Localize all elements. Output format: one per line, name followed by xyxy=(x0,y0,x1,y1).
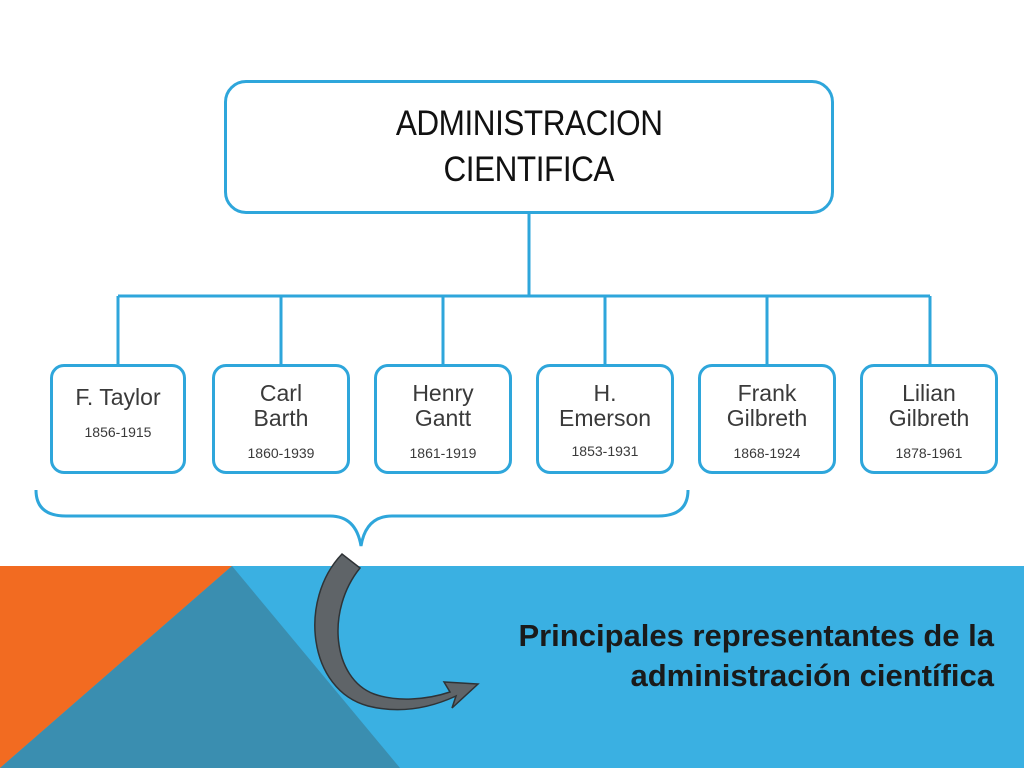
node-lilian-gilbreth: Lilian Gilbreth 1878-1961 xyxy=(860,364,998,474)
node-name: F. Taylor xyxy=(75,384,161,410)
node-emerson: H. Emerson 1853-1931 xyxy=(536,364,674,474)
caption: Principales representantes de la adminis… xyxy=(374,616,994,696)
root-node: ADMINISTRACION CIENTIFICA xyxy=(224,80,834,214)
curly-brace xyxy=(34,489,690,547)
node-frank-gilbreth: Frank Gilbreth 1868-1924 xyxy=(698,364,836,474)
caption-line2: administración científica xyxy=(630,658,995,693)
connector-lines xyxy=(116,214,932,364)
node-gantt: Henry Gantt 1861-1919 xyxy=(374,364,512,474)
root-title-line2: CIENTIFICA xyxy=(443,150,615,189)
node-years: 1861-1919 xyxy=(409,445,477,461)
dark-blue-triangle xyxy=(0,566,400,768)
node-name: Carl Barth xyxy=(253,380,309,431)
node-barth: Carl Barth 1860-1939 xyxy=(212,364,350,474)
root-title-line1: ADMINISTRACION xyxy=(395,104,663,143)
caption-line1: Principales representantes de la xyxy=(518,618,994,653)
curved-arrow-icon xyxy=(314,552,480,711)
node-years: 1860-1939 xyxy=(247,445,315,461)
node-name: H. Emerson xyxy=(559,380,652,431)
node-name: Henry Gantt xyxy=(412,380,474,431)
node-years: 1853-1931 xyxy=(571,443,639,459)
node-years: 1856-1915 xyxy=(84,424,152,440)
node-name: Frank Gilbreth xyxy=(726,380,808,431)
node-years: 1868-1924 xyxy=(733,445,801,461)
node-name: Lilian Gilbreth xyxy=(888,380,970,431)
node-taylor: F. Taylor 1856-1915 xyxy=(50,364,186,474)
node-years: 1878-1961 xyxy=(895,445,963,461)
